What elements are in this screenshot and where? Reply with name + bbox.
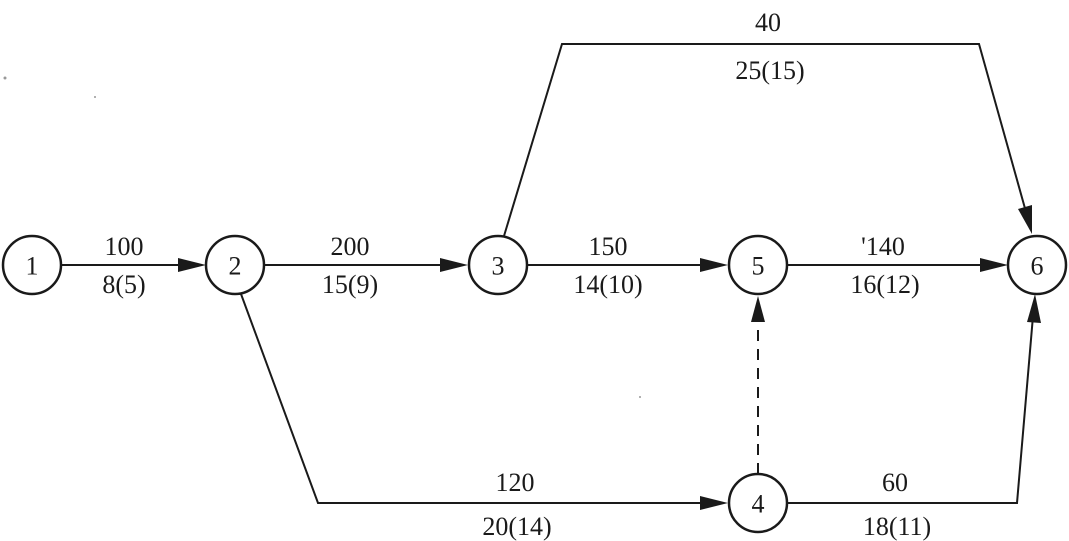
node-1: 1 (1, 234, 63, 296)
node-4: 4 (727, 472, 789, 534)
edge-4-6: 60 18(11) (787, 294, 1041, 541)
edge-3-6: 40 25(15) (503, 8, 1032, 237)
edge-2-3-top-label: 200 (331, 232, 370, 261)
node-3: 3 (467, 234, 529, 296)
node-6-circle (1006, 234, 1068, 296)
node-3-label: 3 (492, 252, 505, 281)
edge-3-5-top-label: 150 (589, 232, 628, 261)
node-5: 5 (727, 234, 789, 296)
edge-2-4-top-label: 120 (496, 468, 535, 497)
edge-4-5 (751, 296, 765, 474)
edge-2-3-bottom-label: 15(9) (322, 270, 378, 299)
edge-5-6: '140 16(12) (787, 232, 1008, 299)
node-4-label: 4 (752, 490, 765, 519)
edge-4-6-bottom-label: 18(11) (863, 512, 931, 541)
scan-speck (639, 396, 641, 398)
edge-3-6-bottom-label: 25(15) (735, 56, 804, 85)
edge-1-2-arrowhead (178, 258, 206, 272)
edge-4-5-arrowhead (751, 296, 765, 322)
nodes: 1 2 3 4 5 6 (1, 234, 1068, 534)
edge-2-3: 200 15(9) (264, 232, 468, 299)
edge-5-6-top-label: '140 (861, 232, 905, 261)
node-6-label: 6 (1031, 252, 1044, 281)
edge-2-4-bottom-label: 20(14) (482, 512, 551, 541)
edge-2-3-arrowhead (440, 258, 468, 272)
edge-3-5-arrowhead (700, 258, 728, 272)
edge-1-2: 100 8(5) (61, 232, 206, 299)
edges: 100 8(5) 200 15(9) 150 14(10) '140 16(12… (61, 8, 1041, 541)
node-2-label: 2 (229, 252, 242, 281)
edge-1-2-top-label: 100 (105, 232, 144, 261)
edge-4-6-top-label: 60 (882, 468, 908, 497)
edge-2-4-line (240, 293, 710, 504)
node-6: 6 (1006, 234, 1068, 296)
node-5-circle (727, 234, 789, 296)
node-5-label: 5 (752, 252, 765, 281)
scan-speck (3, 76, 7, 80)
edge-3-6-top-label: 40 (755, 8, 781, 37)
edge-3-5-bottom-label: 14(10) (573, 270, 642, 299)
edge-5-6-bottom-label: 16(12) (850, 270, 919, 299)
node-1-label: 1 (26, 252, 39, 281)
edge-5-6-arrowhead (980, 258, 1008, 272)
node-3-circle (467, 234, 529, 296)
node-2: 2 (204, 234, 266, 296)
node-1-circle (1, 234, 63, 296)
edge-4-6-line (787, 315, 1034, 504)
edge-2-4: 120 20(14) (240, 293, 728, 541)
edge-1-2-bottom-label: 8(5) (102, 270, 145, 299)
edge-4-6-arrowhead (1027, 294, 1041, 323)
node-4-circle (727, 472, 789, 534)
edge-3-6-line (503, 43, 1027, 237)
scan-speck (94, 96, 96, 98)
edge-3-5: 150 14(10) (527, 232, 728, 299)
node-2-circle (204, 234, 266, 296)
edge-2-4-arrowhead (700, 496, 728, 510)
edge-3-6-arrowhead (1018, 205, 1032, 234)
